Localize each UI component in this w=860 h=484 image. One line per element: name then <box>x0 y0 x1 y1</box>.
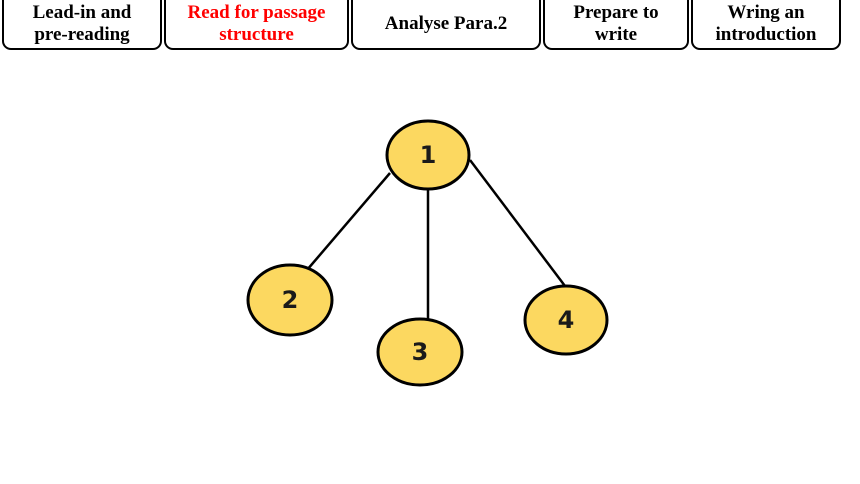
tab-label: Read for passage structure <box>187 2 326 45</box>
edge-1-to-4 <box>469 159 569 291</box>
tab-writing-an-introduction[interactable]: Wring an introduction <box>691 0 841 50</box>
node-circle <box>376 317 464 387</box>
tab-read-for-passage-structure[interactable]: Read for passage structure <box>164 0 349 50</box>
tree-node-3: 3 <box>376 317 464 387</box>
node-circle <box>523 284 609 356</box>
node-label: 3 <box>412 338 429 366</box>
tab-lead-in-pre-reading[interactable]: Lead-in and pre-reading <box>2 0 162 50</box>
tree-node-2: 2 <box>246 263 334 337</box>
node-circle <box>246 263 334 337</box>
tree-node-1: 1 <box>385 119 471 191</box>
tab-label: Prepare to write <box>573 2 659 45</box>
node-label: 1 <box>420 141 437 169</box>
tab-label: Lead-in and pre-reading <box>32 2 132 45</box>
node-label: 2 <box>282 286 299 314</box>
tree-node-4: 4 <box>523 284 609 356</box>
node-circle <box>385 119 471 191</box>
tab-analyse-para-2[interactable]: Analyse Para.2 <box>351 0 541 50</box>
tab-label: Wring an introduction <box>715 2 817 45</box>
section-tab-bar: Lead-in and pre-reading Read for passage… <box>0 0 860 54</box>
tree-edges <box>306 159 569 320</box>
tab-label: Analyse Para.2 <box>384 13 508 34</box>
edge-1-to-2 <box>306 172 391 271</box>
tab-prepare-to-write[interactable]: Prepare to write <box>543 0 689 50</box>
node-label: 4 <box>558 306 575 334</box>
